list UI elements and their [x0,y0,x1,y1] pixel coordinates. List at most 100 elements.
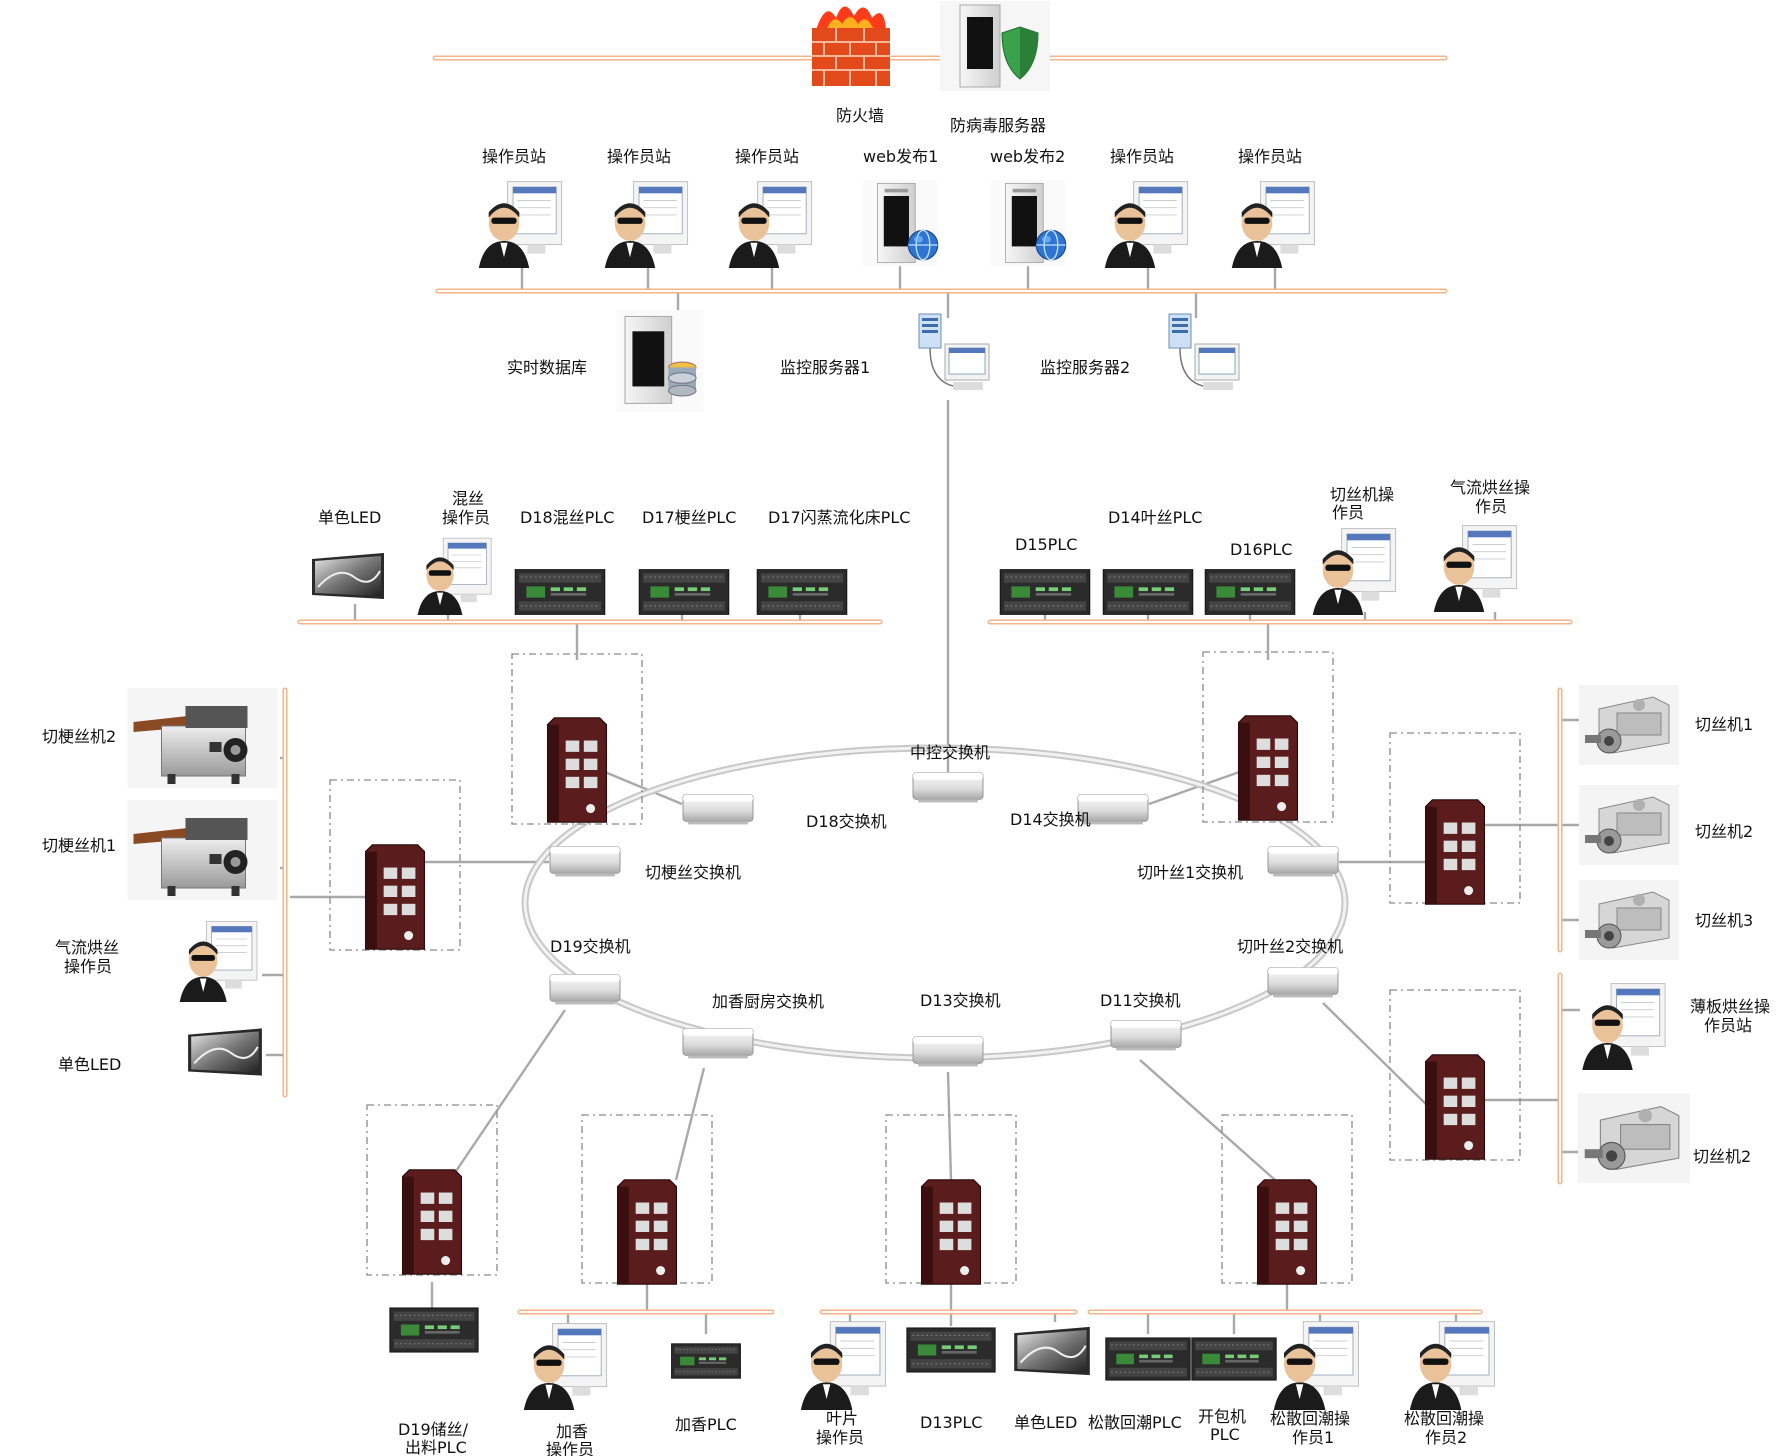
monitor-server-1-icon [918,313,990,391]
industrial-switch-leaf2-icon [1424,1054,1486,1160]
label-flavor-switch: 加香厨房交换机 [712,992,824,1011]
label-loose-operator2-2: 作员2 [1425,1428,1467,1447]
operator-station-5-icon [1231,181,1316,268]
left-air-operator-icon [179,920,258,1002]
label-operator-station-2: 操作员站 [607,147,671,166]
operator-station-4-icon [1104,181,1189,268]
dashed-box-d18 [511,653,643,825]
label-d18-switch: D18交换机 [806,812,887,831]
industrial-switch-d13-icon [920,1179,982,1285]
ring-switch-d11-icon [1110,1020,1182,1051]
label-cutter-operator-1: 切丝机操 [1330,485,1394,504]
link-d11 [1139,1059,1276,1181]
air-dry-operator-icon [1433,525,1518,612]
label-d16-plc: D16PLC [1230,540,1292,559]
label-flavor-operator-1: 加香 [556,1422,588,1441]
realtime-database-icon [615,309,705,413]
leaf-cutter-2b-icon [1578,1092,1690,1184]
loose-plc-icon [1105,1337,1191,1381]
label-d14-plc: D14叶丝PLC [1108,508,1202,527]
ring-switch-leaf2-icon [1267,967,1339,998]
dashed-box-leaf1 [1389,732,1521,904]
open-plc-icon [1191,1337,1277,1381]
dashed-box-d14 [1202,651,1334,823]
label-realtime-db: 实时数据库 [507,358,587,377]
label-loose-operator1-2: 作员1 [1292,1428,1334,1447]
label-monitor-server-1: 监控服务器1 [780,358,870,377]
link-d13 [946,1071,953,1181]
operator-station-3-icon [728,181,813,268]
label-d14-switch: D14交换机 [1010,810,1091,829]
bottom-led-icon [1012,1325,1092,1377]
monitor-server-2-icon [1168,313,1240,391]
globe-icon [1035,229,1067,261]
label-d19-plc-2: 出料PLC [405,1438,467,1456]
label-bottom-led: 单色LED [1014,1413,1077,1432]
label-plate-operator-1: 薄板烘丝操 [1690,997,1770,1016]
label-open-plc-2: PLC [1210,1425,1240,1444]
label-center-switch: 中控交换机 [910,743,990,762]
label-loose-plc: 松散回潮PLC [1088,1413,1182,1432]
label-upper-led: 单色LED [318,508,381,527]
industrial-switch-d19-icon [401,1169,463,1275]
industrial-switch-stem-icon [364,844,426,950]
label-stem-cutter-2: 切梗丝机2 [42,727,116,746]
d14-plc-icon [1102,569,1194,615]
d16-plc-icon [1204,569,1296,615]
industrial-switch-leaf1-icon [1424,799,1486,905]
ring-switch-d13-icon [912,1036,984,1067]
label-web-publish-1: web发布1 [863,147,938,166]
label-cutter-operator-2: 作员 [1332,503,1364,522]
label-d19-plc-1: D19储丝/ [398,1420,469,1439]
label-d13-plc: D13PLC [920,1413,982,1432]
label-plate-operator-2: 作员站 [1704,1016,1752,1035]
label-leaf2-switch: 切叶丝2交换机 [1237,937,1343,956]
d17-plc-icon [638,569,730,615]
label-leaf-cutter-2b: 切丝机2 [1693,1147,1751,1166]
ring-switch-flavor-icon [682,1028,754,1059]
label-d15-plc: D15PLC [1015,535,1077,554]
label-loose-operator1-1: 松散回潮操 [1270,1409,1350,1428]
dashed-box-stem [329,779,461,951]
ring-switch-d18-icon [682,794,754,825]
label-mix-operator-1: 混丝 [452,489,484,508]
d13-plc-icon [906,1327,996,1373]
mix-operator-icon [417,537,492,615]
label-stem-cutter-1: 切梗丝机1 [42,836,116,855]
label-leaf-operator-2: 操作员 [816,1428,864,1447]
label-web-publish-2: web发布2 [990,147,1065,166]
label-flavor-plc: 加香PLC [675,1415,737,1434]
flavor-plc-icon [670,1343,742,1379]
ring-switch-leaf1-icon [1267,846,1339,877]
globe-icon [907,229,939,261]
operator-station-1-icon [478,181,563,268]
label-left-led: 单色LED [58,1055,121,1074]
leaf-cutter-3-icon [1578,880,1680,960]
dashed-box-leaf2 [1389,989,1521,1161]
label-open-plc-1: 开包机 [1198,1407,1246,1426]
industrial-switch-flavor-icon [616,1179,678,1285]
label-d18-plc: D18混丝PLC [520,508,614,527]
label-air-dry-operator-1: 气流烘丝操 [1450,478,1530,497]
leaf-operator-icon [800,1321,887,1410]
label-antivirus: 防病毒服务器 [950,116,1046,135]
industrial-switch-d14-icon [1237,715,1299,821]
firewall-icon [811,5,891,88]
antivirus-server-icon [940,0,1050,92]
label-operator-station-1: 操作员站 [482,147,546,166]
device-icons [126,0,1690,1410]
d18-plc-icon [514,569,606,615]
label-leaf-cutter-3: 切丝机3 [1695,911,1753,930]
ring-switch-stem-icon [549,846,621,877]
stem-cutter-1-icon [126,800,279,900]
label-leaf-operator-1: 叶片 [826,1409,858,1428]
plate-operator-icon [1581,983,1666,1070]
label-operator-station-4: 操作员站 [1110,147,1174,166]
industrial-switch-d18-icon [546,717,608,823]
upper-led-icon [310,551,386,601]
d19-plc-icon [389,1307,479,1353]
label-mix-operator-2: 操作员 [442,508,490,527]
cutter-operator-icon [1312,528,1397,615]
d15-plc-icon [999,569,1091,615]
label-firewall: 防火墙 [836,106,884,125]
